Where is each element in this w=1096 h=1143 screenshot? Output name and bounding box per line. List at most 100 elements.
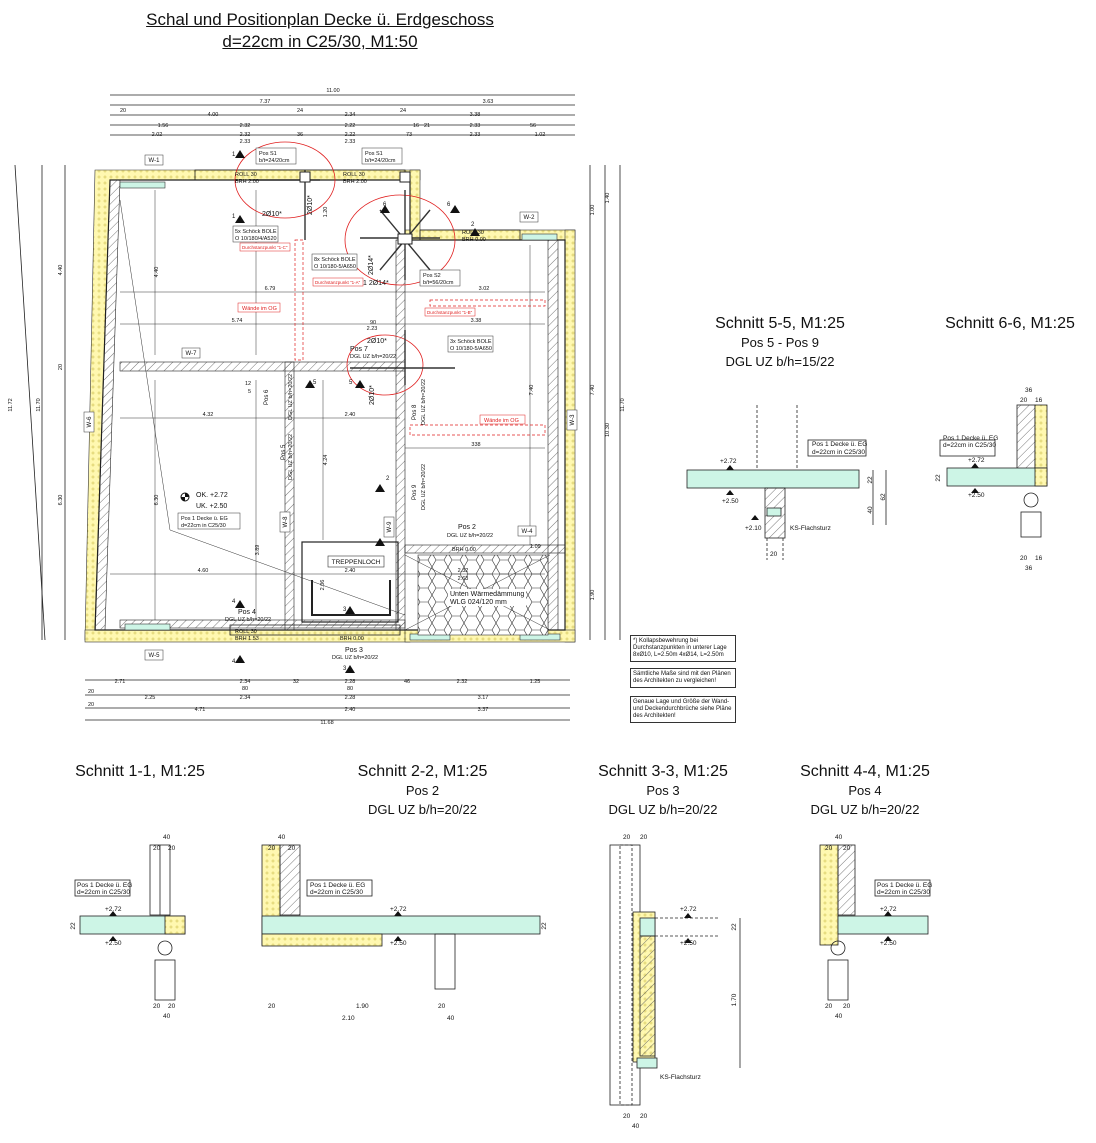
title-line1: Schal und Positionplan Decke ü. Erdgesch… [146,10,494,29]
section-mark: 4 [232,599,236,605]
label-roll: ROLL 30 [235,629,257,635]
sec11-top: +2.72 [105,906,122,913]
sec33-dim: 40 [632,1123,640,1130]
section-6-6 [939,404,1048,538]
drawing-subtitle: d=22cm in C25/30, M1:50 [0,32,640,52]
sec55-lintel: +2.10 [745,525,762,532]
rebar-label: 2Ø10* [367,338,387,345]
dim-top: 7.37 [260,99,271,105]
label-durchstanz: Durchstanzpunkt "1-A" [315,280,361,285]
dim-inner: 4.60 [198,568,209,574]
label-pos1: Pos 1 Decke ü. EG [181,516,228,522]
dim-right: 11.70 [620,398,626,411]
section-3-3 [609,844,741,1106]
dim-bottom: 2.34 [240,679,251,685]
dim-left: 20 [58,364,64,370]
pos-sub: DGL UZ b/h=20/22 [350,354,396,360]
section-title: Schnitt 2-2, M1:25 [357,763,488,780]
pos-sub: DGL UZ b/h=20/22 [447,533,493,539]
dim-small: 32 [293,679,299,685]
level-ok: OK. +2.72 [196,492,228,499]
dim-bottom: 3.17 [478,695,489,701]
pos-label: Pos 5 [281,444,287,460]
label-pos-s1-sub: b/t=24/20cm [365,158,396,164]
sec44-top: +2.72 [880,906,897,913]
dim-inner: 2.63 [458,576,469,582]
pos-sub: DGL UZ b/h=20/22 [288,374,294,420]
section-mark: 5 [349,380,353,386]
section-sub: DGL UZ b/h=20/22 [810,802,920,817]
dim-inner: 4.32 [203,412,214,418]
sec55-bot: +2.50 [722,498,739,505]
wall-tag: W-4 [522,529,534,535]
dim-bottom: 80 [242,686,248,692]
sec66-pos-sub: d=22cm in C25/30 [943,442,996,449]
section-3-3-heading: Schnitt 3-3, M1:25 Pos 3 DGL UZ b/h=20/2… [578,762,748,819]
insulation-sub: WLG 024/120 mm [450,599,507,606]
label-roll: ROLL 30 [235,172,257,178]
section-sub: DGL UZ b/h=20/22 [368,802,477,817]
label-roll: ROLL 30 [462,230,484,236]
label-schoeck: 3x Schöck BOLE [450,339,492,345]
dim-right: 1.00 [590,205,596,216]
dim-inner: 2.23 [367,326,378,332]
dim-inner: 7.40 [529,385,535,396]
sec55-top: +2.72 [720,458,737,465]
rebar-label: 2Ø10* [369,385,376,405]
note-masse: Sämtliche Maße sind mit den Plänen des A… [630,668,736,688]
sec33-top: +2.72 [680,906,697,913]
section-mark: 6 [383,202,387,208]
section-6-6-heading: Schnitt 6-6, M1:25 [925,314,1095,333]
dim-top: 2.34 [345,112,356,118]
section-5-5 [686,405,887,560]
exterior-walls [84,141,576,673]
sec55-dim: 22 [867,476,874,484]
dim-top: 2.33 [470,132,481,138]
label-pos1-sub: d=22cm in C25/30 [181,523,226,529]
section-sub: Pos 3 [646,783,680,798]
sec55-dim: 62 [880,493,887,501]
dim-right: 1.40 [605,193,611,204]
section-text: Pos 1 Decke ü. EG d=22cm in C25/30 +2.72… [70,387,1043,1130]
pos-sub: DGL UZ b/h=20/22 [288,434,294,480]
label-durchstanz: Durchstanzpunkt "1-B" [427,310,473,315]
dim-small: 73 [406,132,412,138]
wall-tag: W-6 [87,416,93,428]
section-sub: Pos 4 [848,783,882,798]
sec55-pos: Pos 1 Decke ü. EG [812,441,867,448]
sec22-pos-sub: d=22cm in C25/30 [310,889,363,896]
sec44-pos: Pos 1 Decke ü. EG [877,882,932,889]
sec22-dim: 20 [288,845,296,852]
section-sub: Pos 5 - Pos 9 [740,335,820,350]
dim-small: 20 [120,108,126,114]
section-4-4 [819,844,931,1001]
dim-right: 1.90 [590,590,596,601]
sec66-top: +2.72 [968,457,985,464]
sec22-dim: 2.10 [342,1015,355,1022]
section-mark: 1 [232,214,236,220]
dim-small: 24 [400,108,406,114]
label-roll: ROLL 30 [343,172,365,178]
dim-top: 1.56 [158,123,169,129]
dim-inner: 6.79 [265,286,276,292]
sec33-dim: 20 [623,834,631,841]
section-title: Schnitt 1-1, M1:25 [75,763,205,780]
pos-label: Pos 6 [264,389,270,405]
dim-inner: 1.20 [323,207,329,218]
pos-sub: DGL UZ b/h=20/22 [332,655,378,661]
rebar-label: 2Ø10* [307,195,314,215]
title-line2: d=22cm in C25/30, M1:50 [222,32,418,51]
label-brh: BRH 1.53 [235,636,259,642]
dim-inner: 4.40 [154,267,160,278]
label-pos-s1: Pos S1 [259,151,277,157]
label-schoeck: 5x Schöck BOLE [235,229,277,235]
pos-label: Pos 2 [458,524,476,531]
dim-bottom: 2.34 [240,695,251,701]
sec22-dim: 40 [278,834,286,841]
section-2-2-heading: Schnitt 2-2, M1:25 Pos 2 DGL UZ b/h=20/2… [335,762,510,819]
sec11-dim: 40 [163,834,171,841]
section-title: Schnitt 5-5, M1:25 [715,315,845,332]
section-mark: 6 [447,202,451,208]
dim-top: 3.38 [470,112,481,118]
